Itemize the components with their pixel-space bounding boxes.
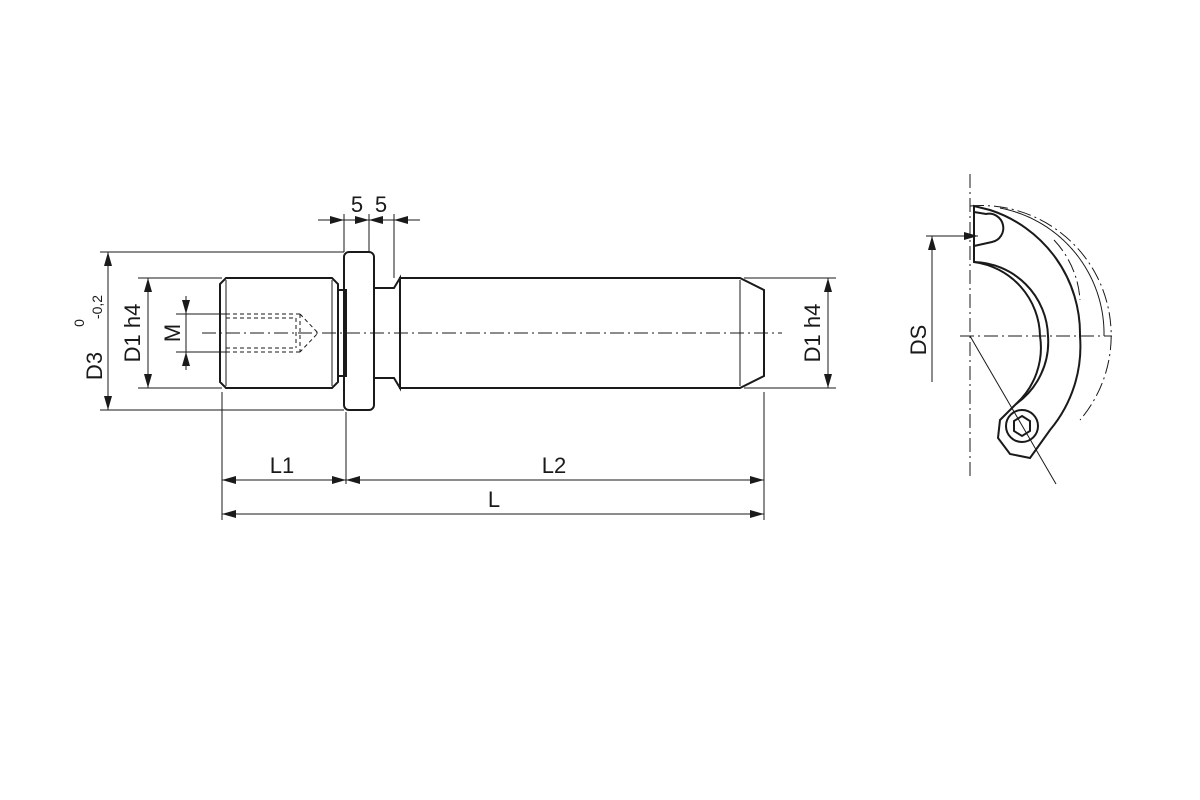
ds-label: DS [906, 325, 931, 356]
pilot-section [219, 277, 339, 389]
m-label: M [160, 324, 185, 342]
d3-tol-lower: -0,2 [89, 295, 105, 319]
threaded-hole [226, 313, 319, 353]
d3-label: D3 [82, 352, 107, 380]
d1-right-label: D1 h4 [800, 304, 825, 363]
l1-label: L1 [270, 453, 294, 478]
main-shaft [399, 277, 765, 389]
flange-dim-a: 5 [351, 192, 363, 217]
dimensions-side [100, 214, 836, 520]
clamp-ring [973, 204, 1082, 460]
clamp-end-view [926, 174, 1112, 485]
flange-dim-b: 5 [375, 192, 387, 217]
shaft-side-view [202, 251, 782, 411]
flange [343, 251, 375, 411]
clamp-screw [1005, 409, 1039, 443]
d1-left-label: D1 h4 [120, 304, 145, 363]
d3-tol-upper: 0 [71, 319, 87, 327]
top-lug [973, 210, 1005, 248]
l2-label: L2 [542, 453, 566, 478]
l-label: L [488, 487, 500, 512]
